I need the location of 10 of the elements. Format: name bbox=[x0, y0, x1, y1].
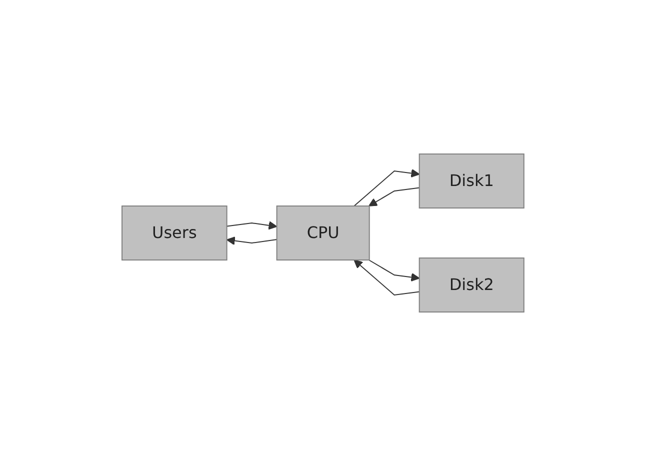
arrow bbox=[368, 186, 420, 206]
arrow bbox=[368, 259, 420, 282]
node-box: Disk2 bbox=[418, 257, 524, 312]
arrow bbox=[226, 220, 277, 230]
arrow bbox=[226, 236, 277, 245]
arrow bbox=[353, 168, 420, 206]
node-box: Disk1 bbox=[418, 153, 524, 208]
arrow bbox=[353, 259, 420, 296]
node-box: CPU bbox=[276, 205, 370, 260]
node-box: Users bbox=[121, 205, 227, 260]
